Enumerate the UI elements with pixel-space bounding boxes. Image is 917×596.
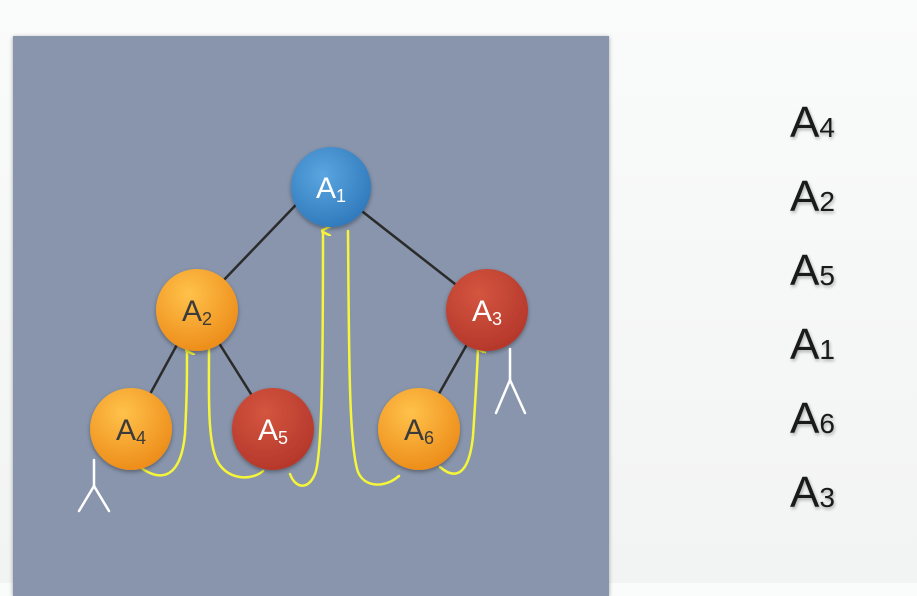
sequence-item-5: A6 — [790, 394, 835, 443]
sequence-item-6: A3 — [790, 468, 835, 517]
node-a6-label: A6 — [404, 414, 434, 448]
node-a5-label: A5 — [258, 414, 288, 448]
sequence-item-1: A4 — [790, 98, 835, 147]
sequence-item-3: A5 — [790, 246, 835, 295]
arrow-a4-to-a2 — [138, 350, 187, 477]
arrow-a2-to-a5 — [207, 348, 265, 479]
node-a1: A1 — [291, 147, 371, 227]
node-a2: A2 — [156, 269, 238, 351]
arrow-a6-to-a3 — [438, 348, 478, 475]
traversal-arrows — [138, 229, 478, 487]
node-a4-label: A4 — [116, 414, 146, 448]
sequence-item-4: A1 — [790, 320, 835, 369]
node-a6: A6 — [378, 388, 460, 470]
stick-figure-right — [494, 347, 527, 415]
arrow-a5-to-a1 — [288, 231, 323, 487]
node-a3-label: A3 — [472, 295, 502, 329]
node-a2-label: A2 — [182, 295, 212, 329]
node-a5: A5 — [232, 388, 314, 470]
traversal-sequence-list: A4 A2 A5 A1 A6 A3 — [790, 95, 890, 539]
node-a4: A4 — [90, 388, 172, 470]
binary-tree-diagram: A1 A2 A3 A4 A5 A6 — [77, 147, 528, 513]
stick-figure-left — [77, 458, 111, 513]
sequence-item-2: A2 — [790, 172, 835, 221]
arrow-a1-to-a6 — [346, 229, 401, 486]
node-a1-label: A1 — [316, 172, 346, 206]
node-a3: A3 — [446, 269, 528, 351]
diagram-panel: A1 A2 A3 A4 A5 A6 — [13, 36, 609, 596]
